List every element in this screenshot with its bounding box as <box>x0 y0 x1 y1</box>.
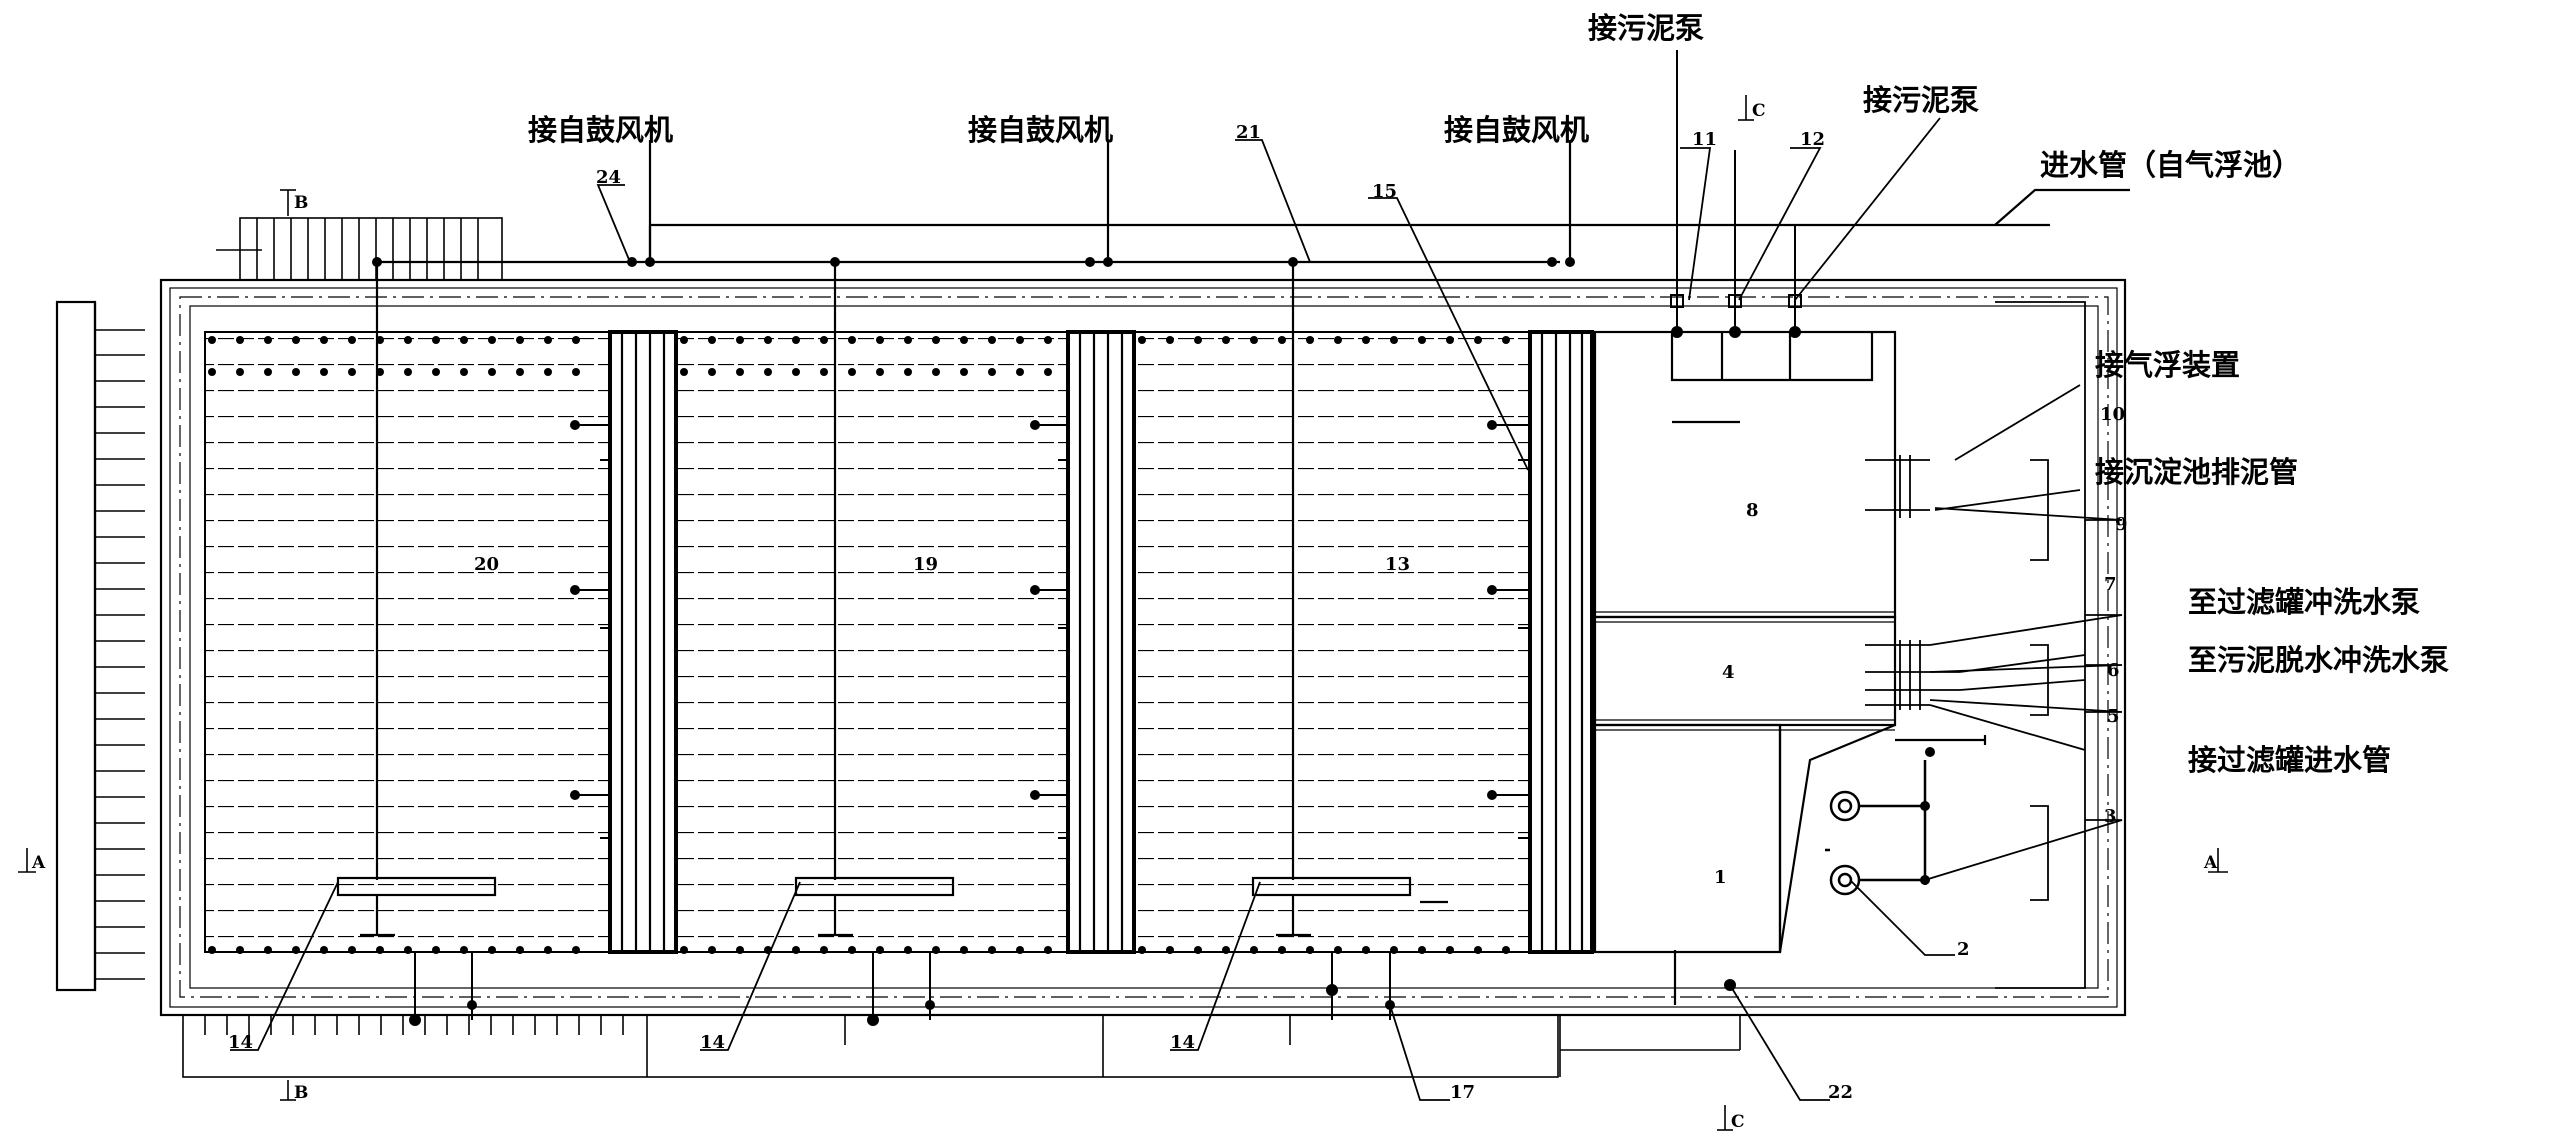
item-number: 5 <box>2107 706 2120 727</box>
item-number: 13 <box>1385 554 1410 575</box>
item-number: 17 <box>1450 1082 1475 1103</box>
right-railing <box>1995 301 2086 989</box>
left-platform-treads <box>95 329 145 980</box>
outer-wall-inner <box>169 287 2118 1008</box>
label-blower-right: 接自鼓风机 <box>1444 113 1589 147</box>
header-bar-19 <box>794 876 955 897</box>
label-blower-mid: 接自鼓风机 <box>968 113 1113 147</box>
section-markers <box>18 95 2228 1131</box>
item-number: 7 <box>2104 574 2117 595</box>
label-air-flotation: 接气浮装置 <box>2095 348 2240 382</box>
item-number: 14 <box>228 1032 253 1053</box>
item-number: 8 <box>1746 500 1759 521</box>
item-number: 24 <box>596 167 621 188</box>
item-number: 12 <box>1800 129 1825 150</box>
compartment-4 <box>1593 615 1897 727</box>
label-sludge-pump-right: 接污泥泵 <box>1863 83 1979 117</box>
item-number: 9 <box>2115 514 2128 535</box>
header-bar-20 <box>336 876 497 897</box>
label-filter-inlet: 接过滤罐进水管 <box>2188 743 2391 777</box>
item-number: 3 <box>2104 806 2117 827</box>
left-platform <box>55 300 97 992</box>
label-inlet-pipe: 进水管（自气浮池） <box>2040 148 2301 182</box>
section-label-b: B <box>294 1083 308 1103</box>
inner-wall <box>189 305 2099 989</box>
aeration-tank-20 <box>204 330 678 954</box>
item-number: 11 <box>1692 129 1717 150</box>
item-number: 2 <box>1957 939 1970 960</box>
label-blower-left: 接自鼓风机 <box>528 113 673 147</box>
header-bar-13 <box>1251 876 1412 897</box>
label-sed-sludge: 接沉淀池排泥管 <box>2095 455 2298 489</box>
air-header <box>377 140 2130 264</box>
section-label-c: C <box>1731 1112 1745 1132</box>
diffuser-rows <box>208 336 1510 954</box>
compartment-1 <box>1593 723 1782 954</box>
label-filter-wash: 至过滤罐冲洗水泵 <box>2188 585 2420 619</box>
aeration-tank-19 <box>675 330 1136 954</box>
section-label-a: A <box>2203 853 2218 873</box>
section-label-c: C <box>1752 101 1766 121</box>
item-number: 14 <box>700 1032 725 1053</box>
label-sludge-pump-top: 接污泥泵 <box>1588 11 1704 45</box>
label-sludge-dewater: 至污泥脱水冲洗水泵 <box>2188 643 2449 677</box>
item-number: 19 <box>913 554 938 575</box>
leader-lines <box>230 117 2123 1101</box>
item-number: 20 <box>474 554 499 575</box>
item-number: 14 <box>1170 1032 1195 1053</box>
item-number: 15 <box>1372 181 1397 202</box>
item-number: 1 <box>1714 867 1727 888</box>
top-stair <box>216 217 503 281</box>
section-label-b: B <box>294 193 308 213</box>
item-number: 4 <box>1722 662 1735 683</box>
item-number: 21 <box>1236 122 1261 143</box>
wall-centerline <box>179 296 2109 998</box>
section-label-a: A <box>31 853 46 873</box>
compartment-8 <box>1593 330 1897 619</box>
aeration-tank-13 <box>1133 330 1594 954</box>
item-number: 10 <box>2100 404 2125 425</box>
pump-icons <box>1825 760 1927 896</box>
item-number: 22 <box>1828 1082 1853 1103</box>
item-number: 6 <box>2107 660 2120 681</box>
